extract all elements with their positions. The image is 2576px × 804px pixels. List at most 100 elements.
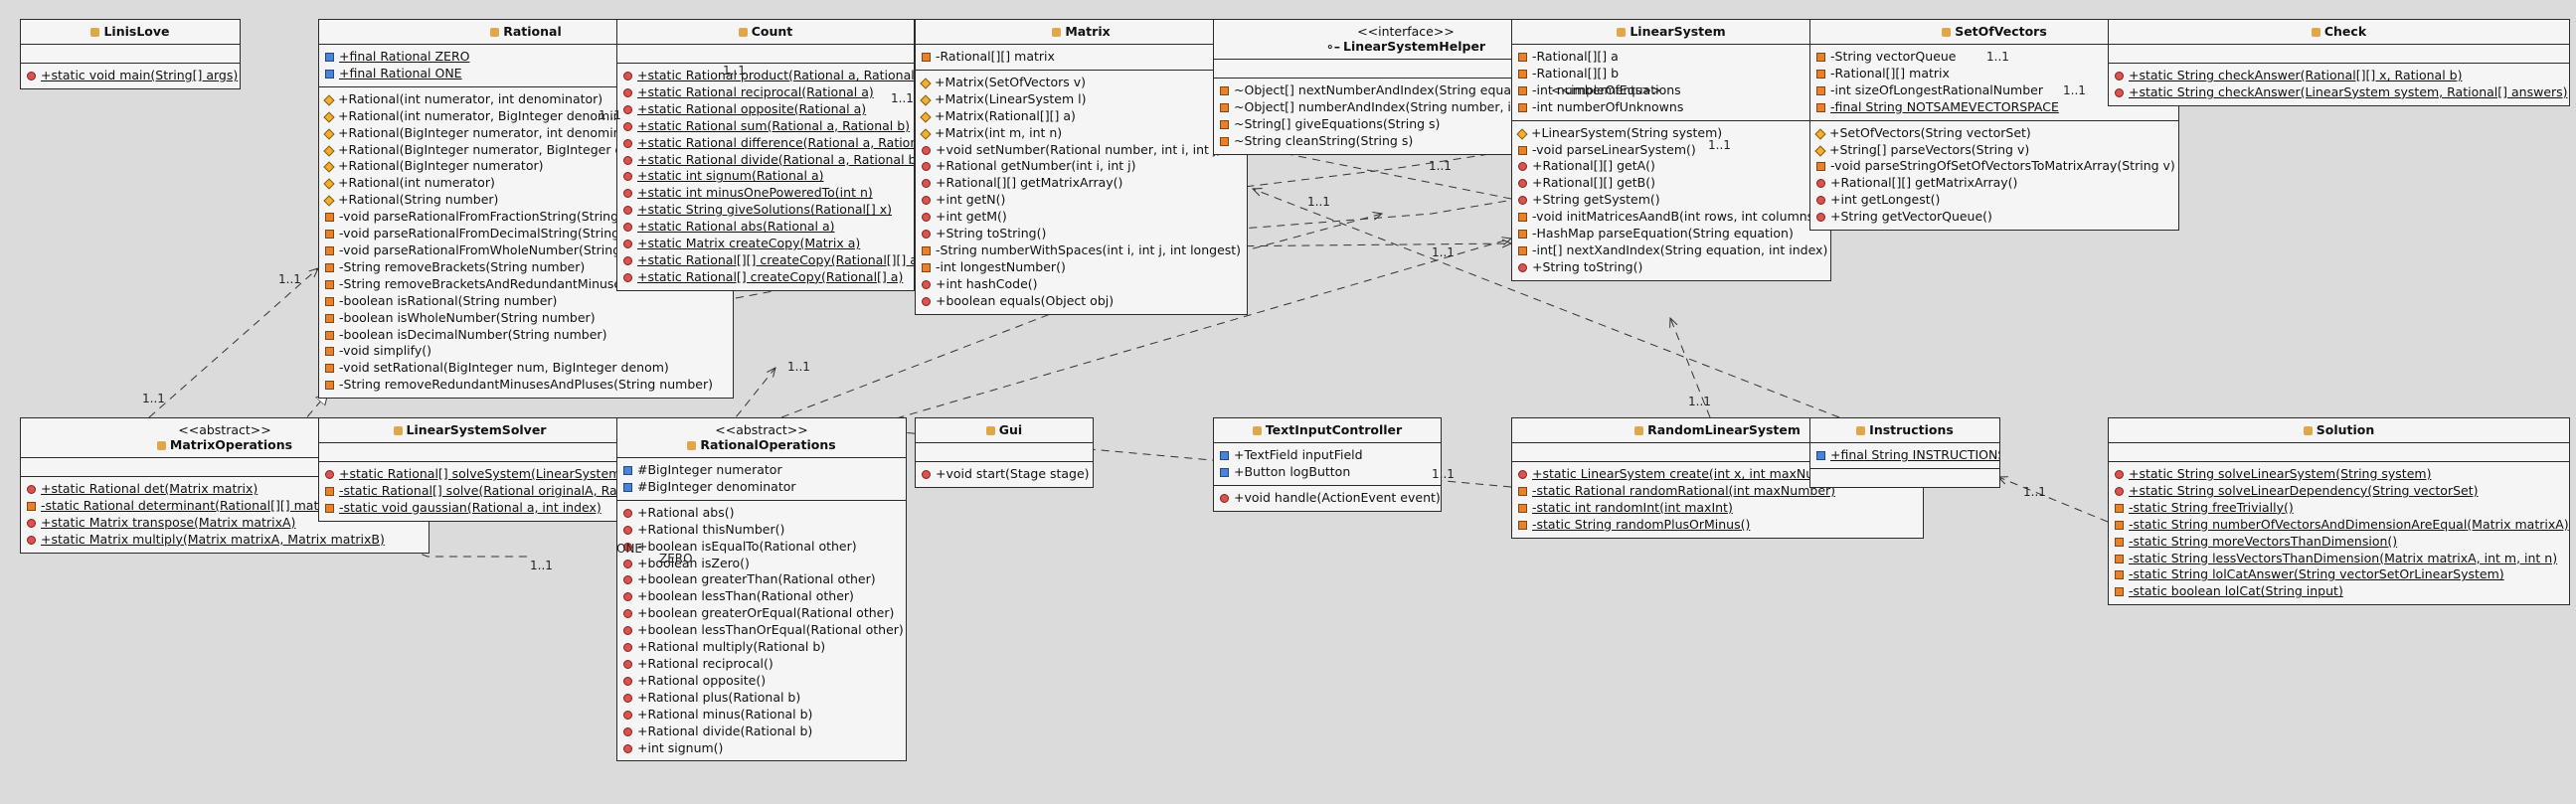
method-row[interactable]: +String getVectorQueue()	[1810, 209, 2178, 226]
attribute-row[interactable]: #BigInteger numerator	[617, 462, 906, 479]
method-row[interactable]: +Matrix(LinearSystem l)	[916, 91, 1247, 108]
method-row[interactable]: +static void main(String[] args)	[21, 68, 240, 84]
method-row[interactable]: +Rational opposite()	[617, 673, 906, 690]
attribute-row[interactable]: -Rational[][] a	[1512, 49, 1830, 66]
method-row[interactable]: -static Rational determinant(Rational[][…	[21, 498, 429, 515]
method-row[interactable]: ~String cleanString(String s)	[1214, 133, 1598, 150]
class-solution[interactable]: Solution+static String solveLinearSystem…	[2108, 417, 2570, 606]
class-linis-love[interactable]: LinisLove+static void main(String[] args…	[20, 19, 241, 89]
method-row[interactable]: +static Rational[] solveSystem(LinearSys…	[319, 466, 620, 483]
method-row[interactable]: +String toString()	[1512, 259, 1830, 276]
method-row[interactable]: -void parseStringOfSetOfVectorsToMatrixA…	[1810, 158, 2178, 175]
method-row[interactable]: +static String solveLinearDependency(Str…	[2109, 483, 2569, 500]
class-linear-system[interactable]: LinearSystem-Rational[][] a-Rational[][]…	[1511, 19, 1831, 281]
method-row[interactable]: -static String lessVectorsThanDimension(…	[2109, 551, 2569, 567]
method-row[interactable]: -static String lolCatAnswer(String vecto…	[2109, 566, 2569, 583]
method-row[interactable]: -void parseLinearSystem()	[1512, 142, 1830, 159]
method-row[interactable]: ~Object[] nextNumberAndIndex(String equa…	[1214, 82, 1598, 99]
method-row[interactable]: -int longestNumber()	[916, 259, 1247, 276]
method-row[interactable]: +Rational[][] getMatrixArray()	[1810, 175, 2178, 192]
method-row[interactable]: -int[] nextXandIndex(String equation, in…	[1512, 242, 1830, 259]
method-row[interactable]: +static Matrix multiply(Matrix matrixA, …	[21, 532, 429, 549]
method-row[interactable]: -static String numberOfVectorsAndDimensi…	[2109, 517, 2569, 534]
method-row[interactable]: +String[] parseVectors(String v)	[1810, 142, 2178, 159]
method-row[interactable]: +boolean equals(Object obj)	[916, 293, 1247, 310]
method-row[interactable]: -void parseRationalFromFractionString(St…	[319, 209, 733, 226]
attribute-row[interactable]: +Button logButton	[1214, 464, 1441, 481]
method-row[interactable]: -static Rational[] solve(Rational origin…	[319, 483, 620, 500]
attribute-row[interactable]: -final String NOTSAMEVECTORSPACE	[1810, 99, 2178, 116]
method-row[interactable]: +static String solveLinearSystem(String …	[2109, 466, 2569, 483]
method-row[interactable]: +Matrix(int m, int n)	[916, 125, 1247, 142]
method-row[interactable]: -boolean isWholeNumber(String number)	[319, 310, 733, 327]
method-row[interactable]: -void simplify()	[319, 343, 733, 360]
method-row[interactable]: +boolean lessThanOrEqual(Rational other)	[617, 622, 906, 639]
method-row[interactable]: +static String checkAnswer(Rational[][] …	[2109, 68, 2569, 84]
class-count[interactable]: Count+static Rational product(Rational a…	[616, 19, 915, 291]
method-row[interactable]: +Rational[][] getB()	[1512, 175, 1830, 192]
method-row[interactable]: -String removeBrackets(String number)	[319, 259, 733, 276]
method-row[interactable]: +Rational reciprocal()	[617, 656, 906, 673]
method-row[interactable]: +static Rational divide(Rational a, Rati…	[617, 152, 914, 169]
method-row[interactable]: +Rational plus(Rational b)	[617, 690, 906, 707]
method-row[interactable]: +int getN()	[916, 192, 1247, 209]
method-row[interactable]: +boolean isEqualTo(Rational other)	[617, 539, 906, 556]
method-row[interactable]: +Rational abs()	[617, 505, 906, 522]
method-row[interactable]: +Rational thisNumber()	[617, 522, 906, 539]
attribute-row[interactable]: -Rational[][] matrix	[1810, 66, 2178, 82]
method-row[interactable]: +int signum()	[617, 740, 906, 757]
method-row[interactable]: -String removeRedundantMinusesAndPluses(…	[319, 377, 733, 394]
method-row[interactable]: -static Rational randomRational(int maxN…	[1512, 483, 1923, 500]
method-row[interactable]: +Matrix(Rational[][] a)	[916, 108, 1247, 125]
method-row[interactable]: +boolean isZero()	[617, 556, 906, 572]
class-check[interactable]: Check+static String checkAnswer(Rational…	[2108, 19, 2570, 106]
method-row[interactable]: +static int signum(Rational a)	[617, 168, 914, 185]
method-row[interactable]: +Rational getNumber(int i, int j)	[916, 158, 1247, 175]
method-row[interactable]: -static boolean lolCat(String input)	[2109, 583, 2569, 600]
method-row[interactable]: +Rational divide(Rational b)	[617, 724, 906, 740]
method-row[interactable]: +static String giveSolutions(Rational[] …	[617, 202, 914, 219]
method-row[interactable]: -String numberWithSpaces(int i, int j, i…	[916, 242, 1247, 259]
method-row[interactable]: +Rational[][] getMatrixArray()	[916, 175, 1247, 192]
attribute-row[interactable]: -Rational[][] matrix	[916, 49, 1247, 66]
class-matrix[interactable]: Matrix-Rational[][] matrix+Matrix(SetOfV…	[915, 19, 1248, 315]
attribute-row[interactable]: -String vectorQueue	[1810, 49, 2178, 66]
attribute-row[interactable]: -int numberOfUnknowns	[1512, 99, 1830, 116]
method-row[interactable]: +Rational(int numerator, int denominator…	[319, 91, 733, 108]
method-row[interactable]: +static Rational sum(Rational a, Rationa…	[617, 118, 914, 135]
method-row[interactable]: +Rational minus(Rational b)	[617, 707, 906, 724]
class-gui[interactable]: Gui+void start(Stage stage)	[915, 417, 1094, 488]
method-row[interactable]: +static Rational[][] createCopy(Rational…	[617, 252, 914, 269]
method-row[interactable]: -static void gaussian(Rational a, int in…	[319, 500, 620, 517]
method-row[interactable]: +Rational multiply(Rational b)	[617, 639, 906, 656]
method-row[interactable]: +static Rational difference(Rational a, …	[617, 135, 914, 152]
method-row[interactable]: +Rational(int numerator)	[319, 175, 733, 192]
method-row[interactable]: -static int randomInt(int maxInt)	[1512, 500, 1923, 517]
method-row[interactable]: +static String checkAnswer(LinearSystem …	[2109, 84, 2569, 101]
method-row[interactable]: +static int minusOnePoweredTo(int n)	[617, 185, 914, 202]
attribute-row[interactable]: -int sizeOfLongestRationalNumber	[1810, 82, 2178, 99]
method-row[interactable]: +boolean greaterOrEqual(Rational other)	[617, 605, 906, 622]
method-row[interactable]: +boolean lessThan(Rational other)	[617, 588, 906, 605]
method-row[interactable]: +int getLongest()	[1810, 192, 2178, 209]
method-row[interactable]: ~String[] giveEquations(String s)	[1214, 116, 1598, 133]
class-rational-operations[interactable]: <<abstract>>RationalOperations#BigIntege…	[616, 417, 907, 762]
method-row[interactable]: -static String moreVectorsThanDimension(…	[2109, 534, 2569, 551]
class-instructions[interactable]: Instructions+final String INSTRUCTIONS	[1809, 417, 2000, 488]
class-linear-system-solver[interactable]: LinearSystemSolver+static Rational[] sol…	[318, 417, 621, 522]
method-row[interactable]: -void parseRationalFromDecimalString(Str…	[319, 226, 733, 242]
method-row[interactable]: -void setRational(BigInteger num, BigInt…	[319, 360, 733, 377]
method-row[interactable]: +Matrix(SetOfVectors v)	[916, 75, 1247, 91]
method-row[interactable]: +void start(Stage stage)	[916, 466, 1093, 483]
method-row[interactable]: +static Rational reciprocal(Rational a)	[617, 84, 914, 101]
method-row[interactable]: +static LinearSystem create(int x, int m…	[1512, 466, 1923, 483]
method-row[interactable]: +static Matrix createCopy(Matrix a)	[617, 236, 914, 252]
method-row[interactable]: +Rational(BigInteger numerator)	[319, 158, 733, 175]
method-row[interactable]: -void parseRationalFromWholeNumber(Strin…	[319, 242, 733, 259]
method-row[interactable]: +static Rational opposite(Rational a)	[617, 101, 914, 118]
method-row[interactable]: +int hashCode()	[916, 276, 1247, 293]
attribute-row[interactable]: -Rational[][] b	[1512, 66, 1830, 82]
method-row[interactable]: +static Matrix transpose(Matrix matrixA)	[21, 515, 429, 532]
method-row[interactable]: +Rational(String number)	[319, 192, 733, 209]
method-row[interactable]: ~Object[] numberAndIndex(String number, …	[1214, 99, 1598, 116]
